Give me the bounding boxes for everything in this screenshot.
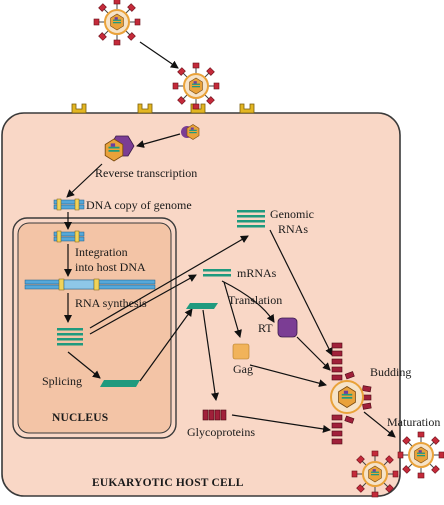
mature-virion-icon-2	[352, 451, 398, 497]
spliced-mrna-icon	[100, 380, 140, 387]
gag-protein-icon	[232, 343, 250, 360]
budding-virion-icon	[330, 371, 372, 424]
dna-copy-icon	[53, 198, 85, 211]
rna-synthesis-label: RNA synthesis	[75, 296, 147, 310]
free-virion-icon	[94, 0, 140, 45]
splicing-label: Splicing	[42, 374, 82, 388]
rt-protein-icon	[277, 317, 298, 338]
mature-virion-icon-1	[398, 432, 444, 478]
mrna-icon	[203, 269, 231, 277]
genomic-rna-icon	[237, 210, 265, 228]
budding-label: Budding	[370, 365, 411, 379]
binding-virion-icon	[173, 63, 219, 109]
genomic-rnas-label-line2: RNAs	[278, 222, 308, 236]
integration-label-line2: into host DNA	[75, 260, 146, 274]
glycoprotein-icon	[202, 409, 227, 421]
gag-label: Gag	[233, 362, 253, 376]
cell-surface-receptors	[71, 103, 255, 114]
nuclear-rna-stack-icon	[57, 328, 83, 346]
nuclear-dna-icon	[53, 230, 85, 243]
rt-label: RT	[258, 321, 273, 335]
maturation-label: Maturation	[387, 415, 440, 429]
mrnas-label: mRNAs	[237, 266, 277, 280]
genomic-rnas-label-line1: Genomic	[270, 207, 314, 221]
nucleus-label: NUCLEUS	[52, 412, 108, 424]
reverse-transcription-label: Reverse transcription	[95, 166, 197, 180]
reverse-transcription-complex-icon	[104, 135, 135, 162]
integration-label-line1: Integration	[75, 245, 128, 259]
dna-copy-label: DNA copy of genome	[86, 198, 192, 212]
uncoated-core-icon	[181, 124, 200, 140]
translation-label: Translation	[228, 293, 282, 307]
integrated-provirus-icon	[24, 278, 156, 291]
cytoplasmic-spliced-mrna-icon	[186, 303, 218, 309]
glycoproteins-label: Glycoproteins	[187, 425, 255, 439]
host-cell-label: EUKARYOTIC HOST CELL	[92, 477, 244, 489]
